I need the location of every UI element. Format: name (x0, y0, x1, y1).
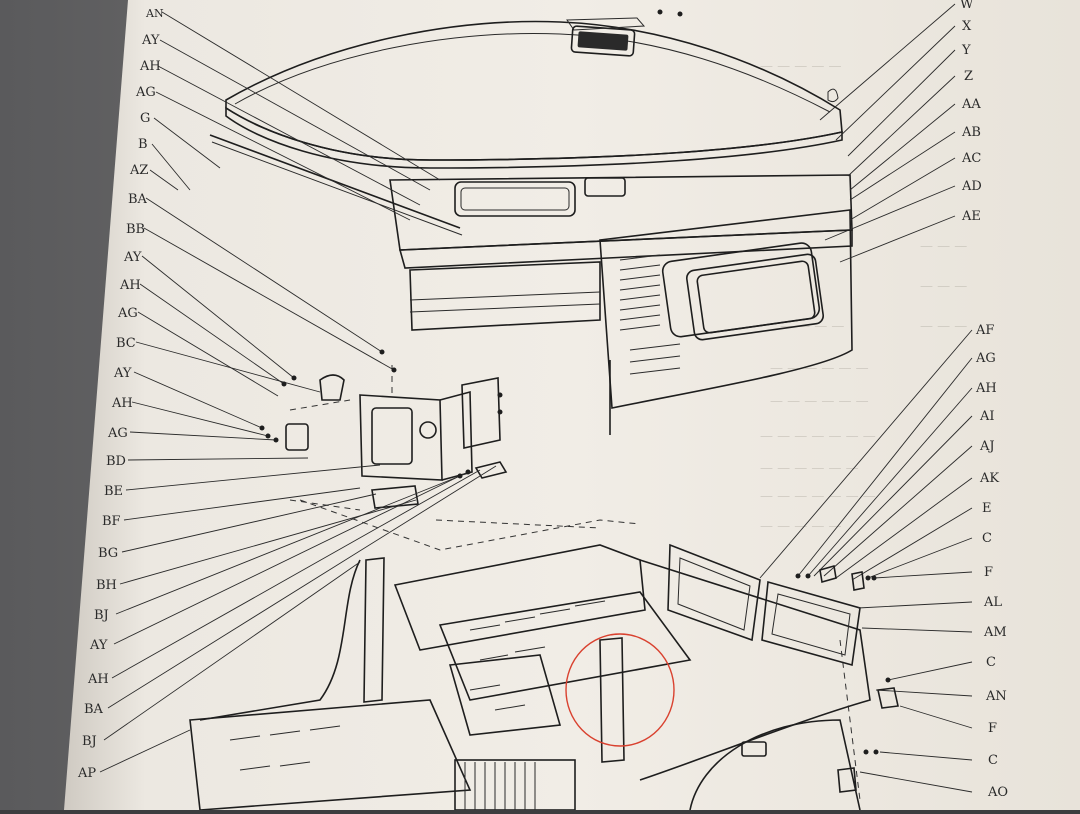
svg-text:— — — — — —: — — — — — — (770, 361, 869, 376)
callout-label: BB (126, 222, 145, 237)
callout-label: AY (123, 250, 142, 265)
leader-lines-right (759, 3, 973, 793)
svg-text:— — — — — — —: — — — — — — — (760, 489, 876, 504)
svg-text:— — — —: — — — — (780, 319, 844, 334)
callout-label: AY (141, 33, 160, 48)
callout-labels-right: W X Y Z AA AB AC AD AE AF AG AH AI AJ AK… (960, 0, 1008, 800)
svg-text:— — — — — — —: — — — — — — — (760, 429, 876, 444)
svg-text:— — —: — — — (920, 239, 967, 254)
callout-label: BC (116, 336, 136, 351)
callout-label: AJ (979, 439, 995, 454)
callout-label: AH (111, 396, 133, 411)
callout-label: AE (961, 209, 981, 224)
callout-label: AN (985, 689, 1007, 704)
callout-label: AF (975, 323, 994, 338)
callout-label: AY (113, 366, 132, 381)
svg-text:— — —: — — — (920, 279, 967, 294)
callout-label: AN (145, 7, 164, 20)
callout-label: B (138, 137, 148, 152)
callout-label: AL (983, 595, 1002, 610)
callout-label: G (140, 111, 150, 126)
callout-label: BJ (82, 734, 97, 749)
bleed-through-text: — — — — — — — — — — — — — — — — — — — — … (760, 59, 967, 534)
svg-text:— — — — —: — — — — — (760, 519, 842, 534)
hardtop-roof (225, 17, 843, 169)
callout-label: BD (106, 454, 126, 469)
callout-label: C (986, 655, 996, 670)
callout-label: C (988, 753, 998, 768)
callout-label: BA (84, 702, 104, 717)
callout-label: AM (983, 625, 1007, 640)
red-circle-annotation (565, 633, 675, 747)
callout-label: BA (128, 192, 148, 207)
callout-label: BF (102, 514, 121, 529)
callout-label: AO (987, 785, 1008, 800)
callout-label: F (988, 721, 997, 736)
callout-label: AP (77, 766, 96, 781)
callout-label: BG (98, 546, 118, 561)
small-hinges (819, 564, 899, 793)
leader-lines-left (99, 11, 497, 773)
callout-label: AG (117, 306, 138, 321)
callout-label: AI (979, 409, 995, 424)
callout-label: AY (89, 638, 108, 653)
callout-label: Z (964, 69, 973, 84)
callout-label: AG (975, 351, 996, 366)
cab-upper-section (209, 134, 853, 331)
callout-label: AG (135, 85, 156, 100)
svg-text:— — — — — —: — — — — — — (770, 394, 869, 409)
svg-text:— — — — —: — — — — — (760, 59, 842, 74)
callout-label: X (962, 19, 972, 34)
callout-label: C (982, 531, 992, 546)
svg-text:— — —: — — — (920, 319, 967, 334)
callout-label: BJ (94, 608, 109, 623)
callout-labels-left: AN AY AH AG G B AZ BA BB AY AH AG BC AY … (77, 7, 164, 781)
callout-label: AB (961, 125, 981, 140)
svg-text:— — — — — —: — — — — — — (760, 461, 859, 476)
page-paper (64, 0, 1080, 810)
side-bracket-assembly (285, 374, 508, 509)
callout-label: AA (961, 97, 981, 112)
callout-label: AK (979, 471, 999, 486)
callout-label: AG (107, 426, 128, 441)
callout-label: Y (961, 43, 971, 58)
callout-label: AH (975, 381, 997, 396)
callout-label: AH (119, 278, 141, 293)
callout-label: AC (961, 151, 981, 166)
callout-label: AH (139, 59, 161, 74)
callout-label: AD (961, 179, 982, 194)
callout-label: AH (87, 672, 109, 687)
callout-label: BE (104, 484, 123, 499)
callout-label: BH (96, 578, 117, 593)
rear-door-panel (599, 209, 853, 435)
fastener-dots (259, 9, 891, 755)
rear-body-tub (189, 543, 871, 811)
callout-label: W (960, 0, 974, 12)
callout-label: F (984, 565, 993, 580)
callout-label: AZ (129, 163, 148, 178)
assembly-guides (289, 365, 861, 801)
callout-label: E (982, 501, 992, 516)
